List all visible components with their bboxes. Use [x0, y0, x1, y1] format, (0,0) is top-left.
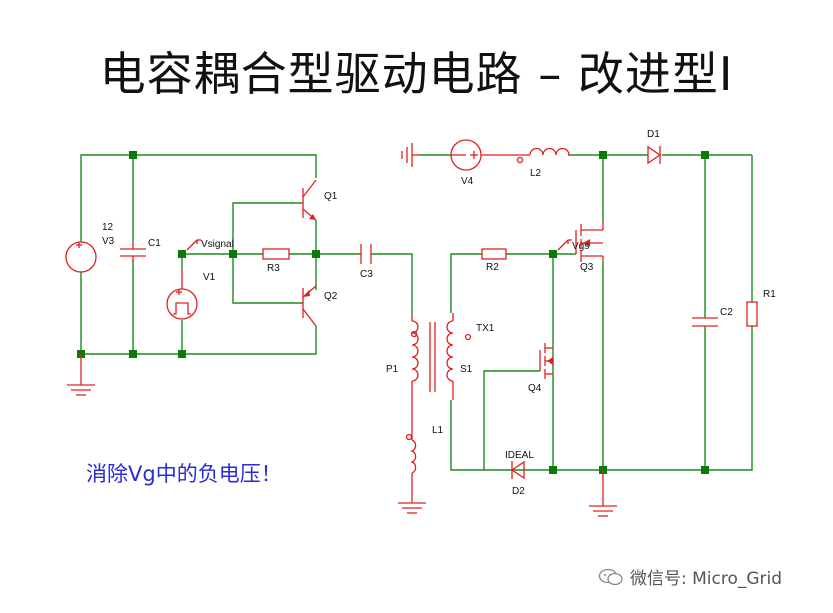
ideal-label: IDEAL — [505, 450, 534, 461]
c3-label: C3 — [360, 269, 373, 280]
q1-label: Q1 — [324, 191, 338, 202]
annotation-note: 消除Vg中的负电压！ — [86, 462, 282, 486]
c1-label: C1 — [148, 238, 161, 249]
q2-transistor: Q2 — [302, 285, 338, 327]
tx1-transformer: TX1 P1 S1 — [386, 313, 495, 400]
wechat-icon — [598, 568, 623, 585]
c1-capacitor: C1 — [120, 238, 161, 262]
ground-left — [67, 354, 95, 396]
r2-label: R2 — [486, 262, 499, 273]
left-wires — [80, 154, 413, 355]
d1-diode: D1 — [647, 129, 662, 165]
q3-label: Q3 — [580, 262, 594, 273]
p1-label: P1 — [386, 364, 399, 375]
q4-mosfet: Q4 — [528, 343, 553, 394]
l1-inductor: L1 — [405, 400, 444, 503]
d1-label: D1 — [647, 129, 660, 140]
v1-label: V1 — [203, 272, 216, 283]
slide-title: 电容耦合型驱动电路 – 改进型I — [99, 47, 734, 101]
r1-label: R1 — [763, 289, 776, 300]
v1-pulse-source: V1 — [166, 270, 216, 320]
l2-inductor: L2 — [510, 147, 570, 179]
c2-label: C2 — [720, 307, 733, 318]
ground-v4 — [401, 143, 420, 167]
d2-label: D2 — [512, 486, 525, 497]
tx1-label: TX1 — [476, 323, 495, 334]
q4-label: Q4 — [528, 383, 542, 394]
vsignal-probe: Vsignal — [186, 239, 234, 251]
v4-source: V4 — [450, 139, 510, 187]
r2-resistor: R2 — [481, 248, 507, 273]
r1-resistor: R1 — [746, 289, 776, 327]
right-wires — [420, 154, 753, 471]
right-nodes — [549, 151, 709, 474]
ground-right — [589, 470, 617, 517]
vgs-probe: Vgs — [557, 239, 589, 252]
v3-label: V3 — [102, 236, 115, 247]
c2-capacitor: C2 — [692, 307, 733, 327]
watermark-text: 微信号: Micro_Grid — [630, 569, 783, 589]
r3-label: R3 — [267, 263, 280, 274]
d2-diode: IDEAL D2 — [505, 450, 534, 497]
q2-label: Q2 — [324, 291, 338, 302]
vsignal-label: Vsignal — [201, 239, 234, 250]
v4-label: V4 — [461, 176, 474, 187]
c3-capacitor: C3 — [360, 244, 373, 280]
ground-l1 — [398, 502, 426, 514]
v3-value-label: 12 — [102, 222, 114, 233]
v3-source: 12 V3 — [65, 222, 115, 273]
s1-label: S1 — [460, 364, 473, 375]
q3-mosfet: Q3 — [575, 222, 604, 273]
watermark: 微信号: Micro_Grid — [598, 564, 782, 589]
l2-label: L2 — [530, 168, 542, 179]
r3-resistor: R3 — [262, 248, 290, 274]
q1-transistor: Q1 — [302, 179, 338, 221]
vgs-label: Vgs — [572, 241, 589, 252]
l1-label: L1 — [432, 425, 444, 436]
